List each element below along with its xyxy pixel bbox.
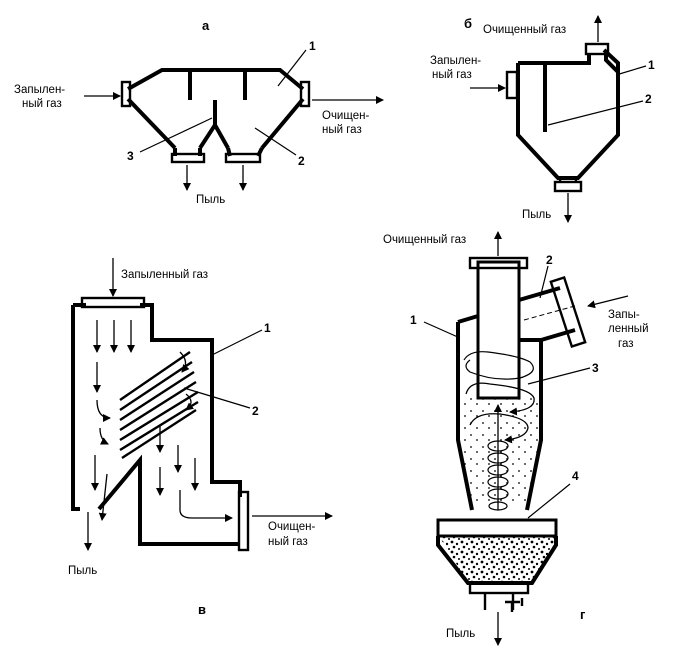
label-a-dust: Пыль — [196, 194, 225, 206]
label-v-dusty-gas: Запыленный газ — [121, 269, 208, 281]
label-v-num-2: 2 — [252, 404, 259, 418]
panel-g: г — [383, 231, 649, 646]
panel-letter-b: б — [464, 16, 472, 31]
label-v-num-1: 1 — [264, 321, 271, 335]
label-g-dusty-gas-3: газ — [618, 338, 633, 350]
label-a-num-2: 2 — [298, 154, 305, 168]
label-a-dusty-gas-1: Запылен- — [14, 84, 65, 96]
label-b-num-1: 1 — [648, 58, 655, 72]
label-a-num-3: 3 — [127, 149, 134, 163]
label-a-clean-gas-1: Очищен- — [322, 110, 369, 122]
panel-letter-v: в — [198, 602, 206, 617]
label-g-num-2: 2 — [546, 253, 553, 267]
label-g-clean-gas: Очищенный газ — [383, 234, 466, 246]
label-b-clean-gas: Очищенный газ — [483, 24, 566, 36]
label-v-clean-gas-1: Очищен- — [268, 521, 315, 533]
panel-a: а Запылен- ный газ Очищен- ный газ Пыль … — [14, 18, 384, 206]
label-v-clean-gas-2: ный газ — [268, 536, 308, 548]
label-g-dusty-gas-1: Запы- — [608, 309, 640, 321]
label-v-dust: Пыль — [68, 565, 97, 577]
label-a-num-1: 1 — [309, 39, 316, 53]
label-b-dust: Пыль — [522, 209, 551, 221]
label-b-num-2: 2 — [645, 92, 652, 106]
panel-v: в — [68, 258, 333, 617]
label-b-dusty-gas-2: ный газ — [432, 69, 472, 81]
label-g-num-1: 1 — [410, 313, 417, 327]
label-g-num-3: 3 — [592, 361, 599, 375]
label-g-dust: Пыль — [446, 628, 475, 640]
label-g-dusty-gas-2: ленный — [608, 323, 649, 335]
panel-b: б Очищенный газ Запылен- ный газ Пыль 1 … — [430, 15, 655, 223]
label-g-num-4: 4 — [572, 469, 579, 483]
panel-letter-g: г — [580, 607, 586, 622]
label-a-clean-gas-2: ный газ — [322, 124, 362, 136]
label-b-dusty-gas-1: Запылен- — [430, 55, 481, 67]
label-a-dusty-gas-2: ный газ — [22, 98, 62, 110]
panel-letter-a: а — [202, 18, 210, 33]
